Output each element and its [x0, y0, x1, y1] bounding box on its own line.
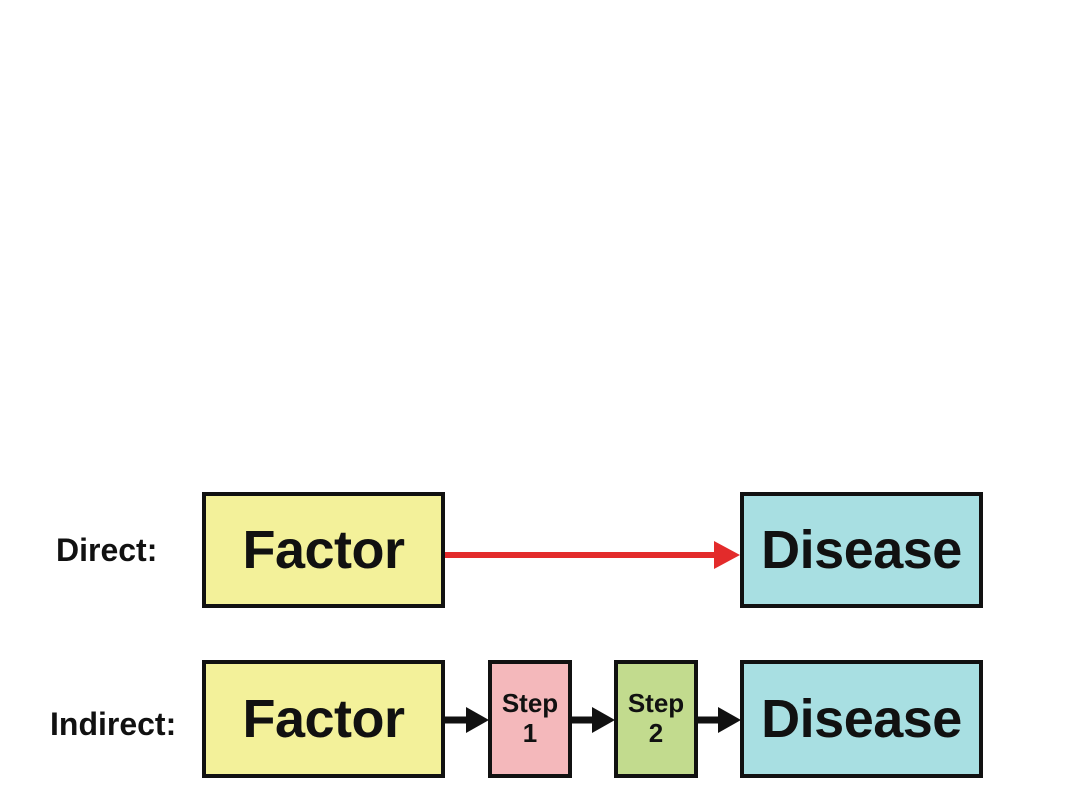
- step1-text-line2: 1: [522, 718, 538, 748]
- direct-factor-box: Factor: [202, 492, 445, 608]
- direct-disease-box: Disease: [740, 492, 983, 608]
- direct-label: Direct:: [56, 532, 158, 568]
- indirect-disease-text: Disease: [761, 689, 962, 749]
- step2-text-line2: 2: [648, 718, 664, 748]
- indirect-arrow-step1-to-step2: [571, 707, 615, 733]
- direct-factor-text: Factor: [242, 520, 405, 580]
- step2-text-line1: Step: [627, 688, 685, 719]
- indirect-arrow-factor-to-step1: [444, 707, 489, 733]
- indirect-label: Indirect:: [50, 706, 177, 742]
- indirect-factor-box: Factor: [202, 660, 445, 778]
- step2-box: Step 2: [614, 660, 698, 778]
- step1-text-line1: Step: [501, 688, 559, 719]
- direct-disease-text: Disease: [761, 520, 962, 580]
- indirect-disease-box: Disease: [740, 660, 983, 778]
- step1-box: Step 1: [488, 660, 572, 778]
- indirect-arrow-step2-to-disease: [697, 707, 741, 733]
- direct-arrow: [444, 541, 740, 569]
- indirect-factor-text: Factor: [242, 689, 405, 749]
